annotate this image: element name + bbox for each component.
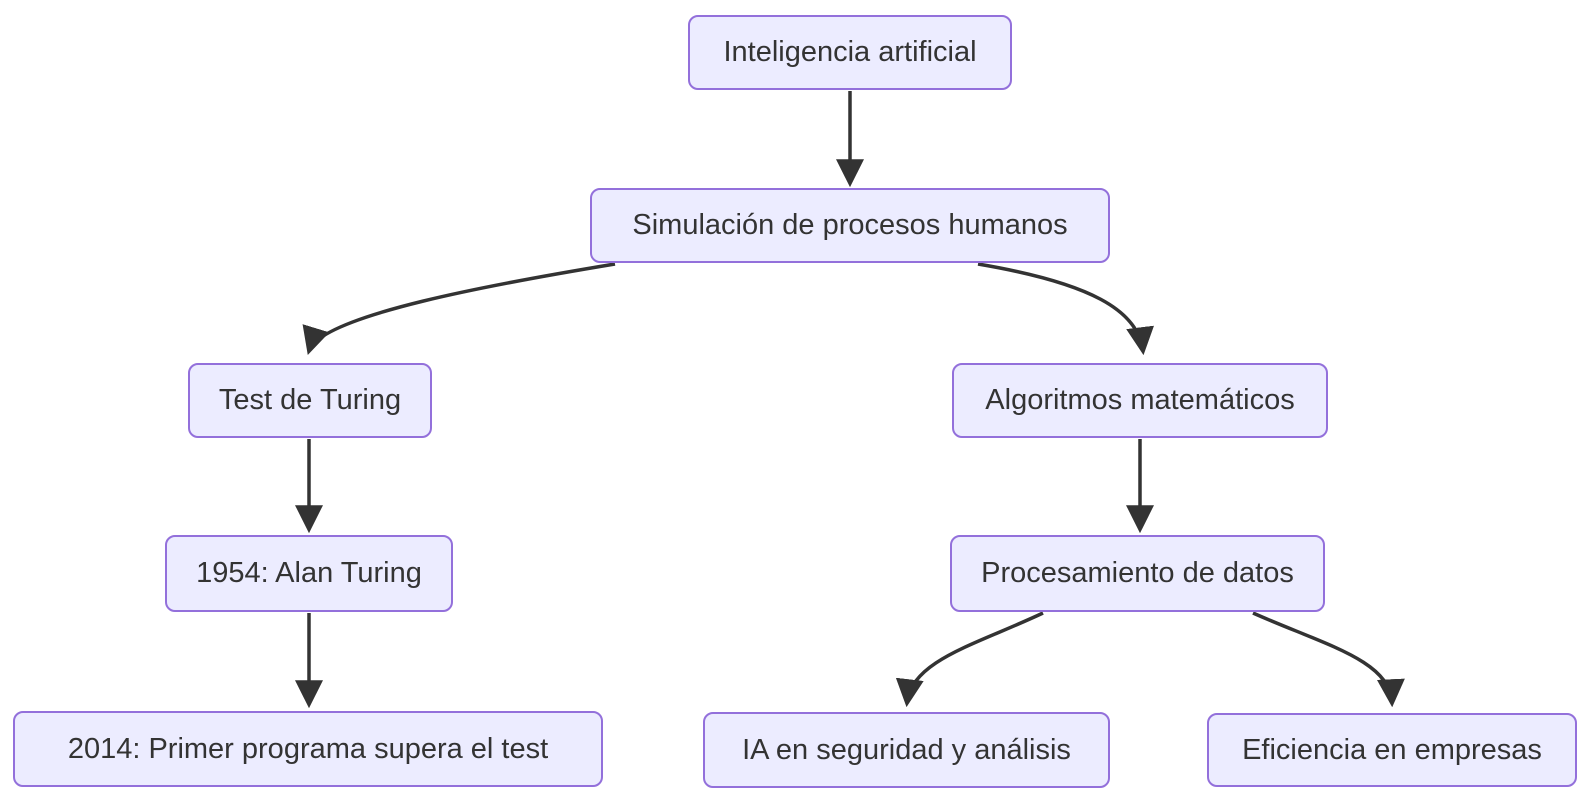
edge-simulacion-to-test-de-turing	[302, 262, 616, 356]
node-label: Algoritmos matemáticos	[985, 384, 1295, 416]
node-algoritmos-matematicos: Algoritmos matemáticos	[952, 363, 1328, 438]
node-label: 1954: Alan Turing	[196, 557, 422, 589]
node-label: 2014: Primer programa supera el test	[67, 732, 549, 765]
node-2014-primer-programa-supera: 2014: Primer programa supera el test	[13, 711, 603, 787]
node-simulacion-procesos-humanos: Simulación de procesos humanos	[590, 188, 1110, 263]
edge-procesamiento-to-ia-seguridad	[895, 611, 1044, 708]
node-test-de-turing: Test de Turing	[188, 363, 432, 438]
node-label: Test de Turing	[218, 384, 402, 416]
node-1954-alan-turing: 1954: Alan Turing	[165, 535, 453, 612]
node-inteligencia-artificial: Inteligencia artificial	[688, 15, 1012, 90]
node-label: IA en seguridad y análisis	[742, 733, 1071, 766]
node-label: Eficiencia en empresas	[1242, 733, 1542, 766]
edge-procesamiento-to-eficiencia	[1252, 611, 1405, 708]
node-ia-en-seguridad-y-analisis: IA en seguridad y análisis	[703, 712, 1110, 788]
node-label: Simulación de procesos humanos	[632, 209, 1068, 241]
node-label: Inteligencia artificial	[723, 36, 977, 68]
node-label: Procesamiento de datos	[981, 557, 1294, 589]
node-eficiencia-en-empresas: Eficiencia en empresas	[1207, 713, 1577, 787]
node-procesamiento-de-datos: Procesamiento de datos	[950, 535, 1325, 612]
edge-simulacion-to-algoritmos	[977, 262, 1154, 356]
